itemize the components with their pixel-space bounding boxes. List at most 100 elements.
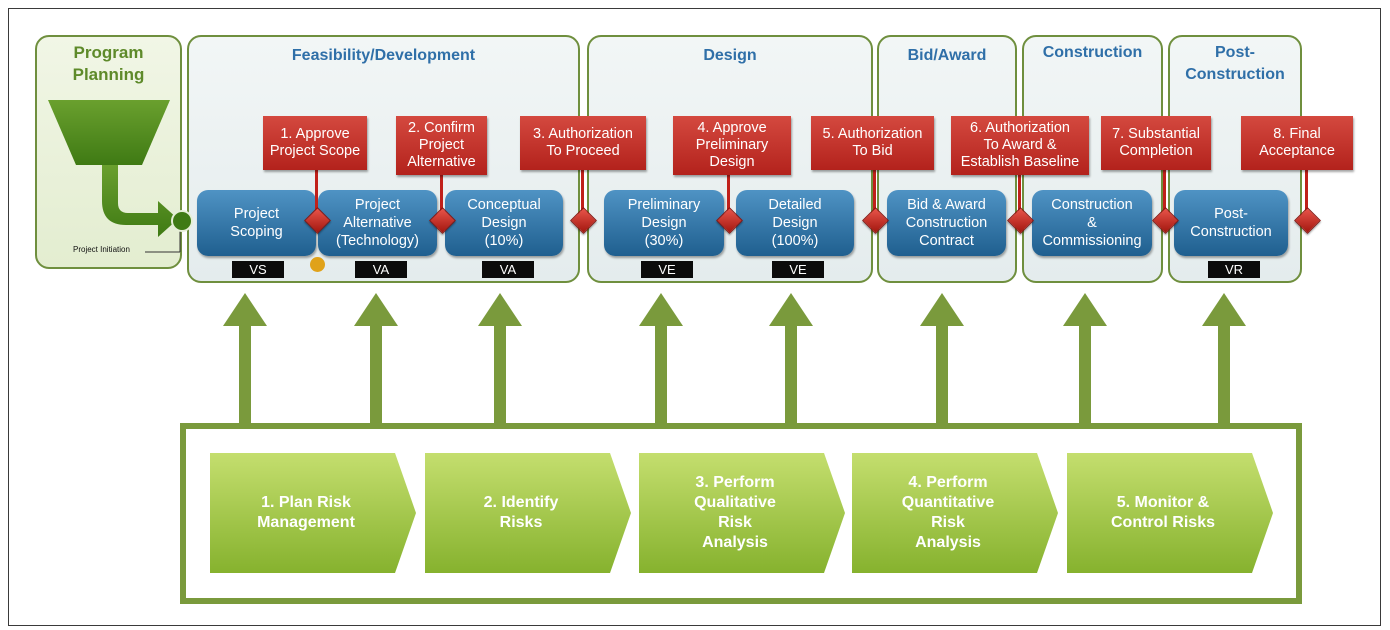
phase-title-line: Program <box>73 43 144 62</box>
stage-line: (Technology) <box>335 233 419 249</box>
risk-management-process <box>180 423 1302 604</box>
risk-step-monitor: 5. Monitor &Control Risks <box>1067 453 1273 573</box>
stage-code-vr: VR <box>1208 261 1260 278</box>
gate-stem <box>1018 175 1021 212</box>
risk-step-line: 5. Monitor & <box>1116 494 1210 511</box>
stage-line: Conceptual <box>467 197 541 213</box>
gate-line: 3. Authorization <box>533 126 633 142</box>
risk-step-line: Risks <box>499 514 543 531</box>
stage-line: Commissioning <box>1042 233 1142 249</box>
gate-line: Project <box>418 137 465 153</box>
stage-line: Project <box>354 197 401 213</box>
gate-line: Establish Baseline <box>960 154 1080 170</box>
stage-line: Contract <box>919 233 974 249</box>
gate-line: 7. Substantial <box>1112 126 1200 142</box>
gate-line: 6. Authorization <box>970 120 1070 136</box>
phase-title-line: Construction <box>1042 44 1143 61</box>
gate-line: 1. Approve <box>280 126 350 142</box>
phase-title-line: Bid/Award <box>907 47 987 64</box>
phase-title-line: Design <box>703 47 757 64</box>
phase-title: Program Planning <box>37 42 180 86</box>
stage-code-ve: VE <box>641 261 693 278</box>
stage-line: Design <box>481 215 527 231</box>
phase-title: Construction <box>1024 42 1161 64</box>
gate-line: Design <box>709 154 755 170</box>
stage-line: Project <box>233 206 280 222</box>
gate-line: Preliminary <box>695 137 769 153</box>
risk-step-line: Analysis <box>915 534 981 551</box>
gate-line: 2. Confirm <box>408 120 475 136</box>
risk-step-line: Management <box>257 514 355 531</box>
diagram-frame <box>8 8 1381 626</box>
stage-code-va: VA <box>355 261 407 278</box>
gate-line: Acceptance <box>1259 143 1335 159</box>
phase-title-line: Feasibility/Development <box>291 47 476 64</box>
phase-title-line: Planning <box>72 65 145 84</box>
gate-6-authorization-to-award: 6. Authorization To Award & Establish Ba… <box>951 116 1089 175</box>
milestone-dot <box>310 257 325 272</box>
risk-step-line: Analysis <box>702 534 768 551</box>
risk-step-line: Risk <box>718 514 752 531</box>
stage-line: Design <box>641 215 687 231</box>
phase-title: Post- Construction <box>1170 42 1300 86</box>
project-initiation-label: Project Initiation <box>73 245 130 254</box>
phase-title-line: Construction <box>1185 66 1285 83</box>
gate-line: 4. Approve <box>697 120 767 136</box>
gate-2-confirm-project-alternative: 2. Confirm Project Alternative <box>396 116 487 175</box>
risk-step-line: 1. Plan Risk <box>261 494 351 511</box>
funnel-icon <box>48 100 181 253</box>
gate-stem <box>1305 170 1308 212</box>
gate-line: Alternative <box>407 154 476 170</box>
phase-title-line: Post- <box>1215 44 1255 61</box>
risk-step-line: Qualitative <box>694 494 776 511</box>
risk-step-line: Risk <box>931 514 965 531</box>
stage-line: Scoping <box>230 224 283 240</box>
stage-code-va: VA <box>482 261 534 278</box>
stage-line: Construction <box>905 215 988 231</box>
stage-line: Design <box>772 215 818 231</box>
gate-line: To Bid <box>852 143 893 159</box>
stage-code-ve: VE <box>772 261 824 278</box>
gate-line: 5. Authorization <box>822 126 923 142</box>
risk-step-line: 4. Perform <box>908 474 988 491</box>
gate-line: Project Scope <box>269 143 361 159</box>
gate-stem <box>315 170 318 212</box>
gate-stem <box>1163 170 1166 212</box>
gate-stem <box>727 175 730 212</box>
gate-line: To Proceed <box>546 143 620 159</box>
stage-line: Alternative <box>343 215 412 231</box>
stage-construction-commissioning: Construction & Commissioning <box>1032 190 1152 256</box>
gate-stem <box>581 170 584 212</box>
gate-5-authorization-to-bid: 5. Authorization To Bid <box>811 116 934 170</box>
stage-code-vs: VS <box>232 261 284 278</box>
stage-line: Construction <box>1051 197 1133 213</box>
phase-title: Bid/Award <box>879 45 1015 67</box>
stage-line: (10%) <box>484 233 524 249</box>
stage-line: Detailed <box>768 197 822 213</box>
gate-line: Completion <box>1119 143 1193 159</box>
stage-line: Bid & Award <box>907 197 986 213</box>
stage-line: Preliminary <box>627 197 701 213</box>
stage-line: (100%) <box>771 233 819 249</box>
gate-line: To Award & <box>983 137 1057 153</box>
gate-4-approve-preliminary-design: 4. Approve Preliminary Design <box>673 116 791 175</box>
phase-program-planning: Program Planning <box>35 35 182 269</box>
stage-line: & <box>1087 215 1097 231</box>
stage-line: (30%) <box>644 233 684 249</box>
risk-step-line: Quantitative <box>901 494 995 511</box>
gate-line: 8. Final <box>1273 126 1321 142</box>
gate-stem <box>873 170 876 212</box>
project-initiation-marker <box>171 210 193 232</box>
gate-1-approve-project-scope: 1. Approve Project Scope <box>263 116 367 170</box>
stage-line: Post- <box>1214 206 1248 222</box>
phase-title: Design <box>589 45 871 67</box>
